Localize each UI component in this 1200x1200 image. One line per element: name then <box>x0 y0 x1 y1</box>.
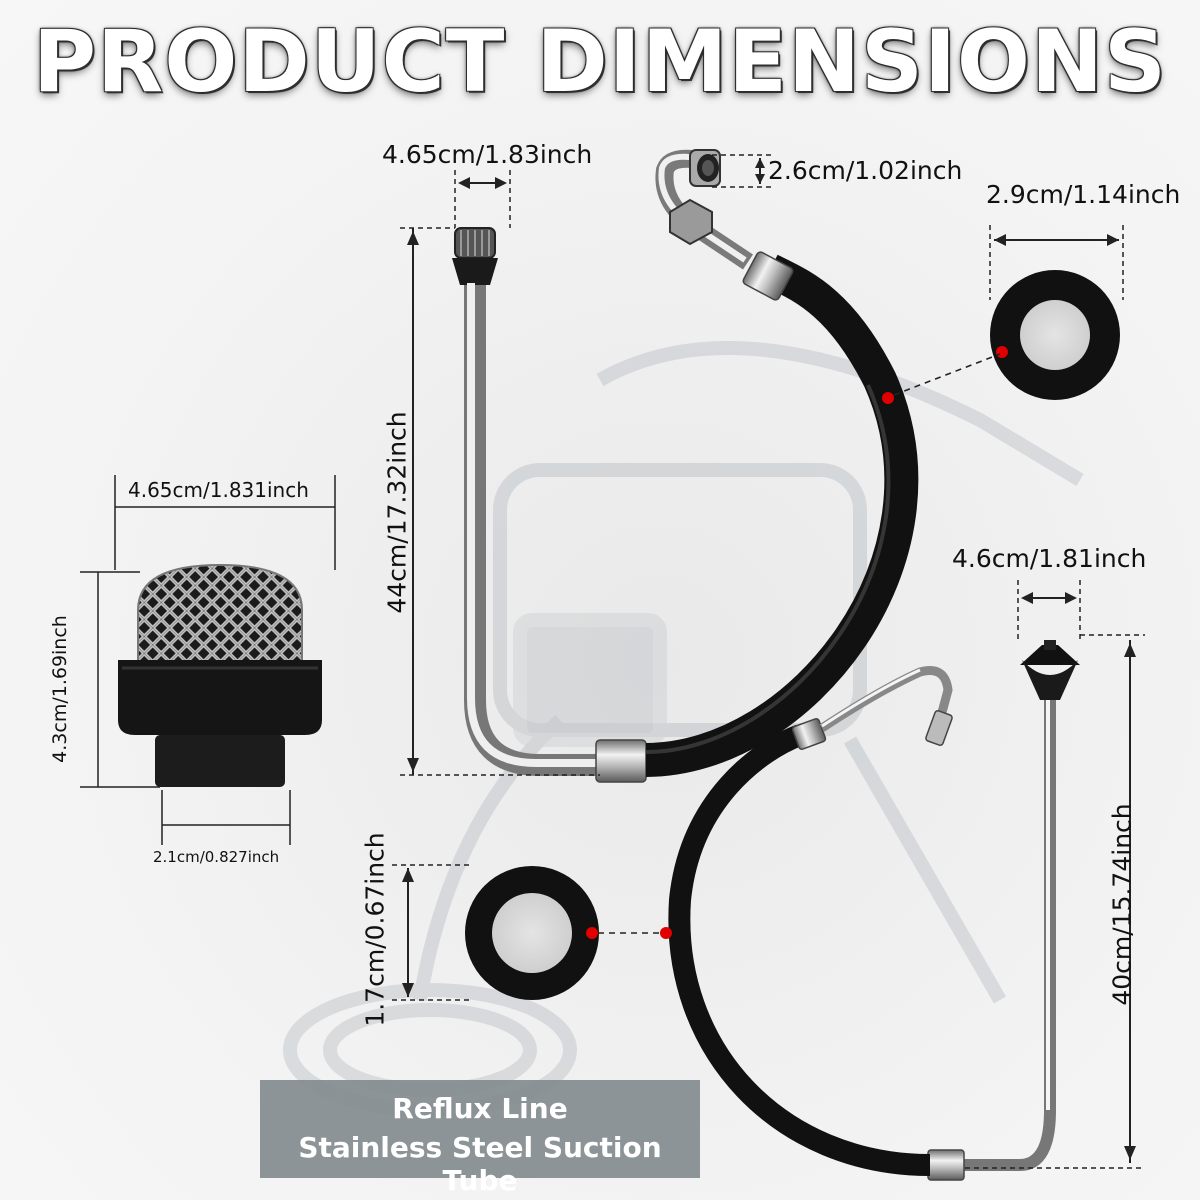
suction-tube <box>452 149 919 783</box>
caption-line-1: Reflux Line <box>392 1092 568 1125</box>
dimension-arrows <box>402 158 1136 1160</box>
reflux-top-width-label: 4.6cm/1.81inch <box>952 544 1147 573</box>
product-caption: Reflux Line Stainless Steel Suction Tube <box>260 1080 700 1197</box>
elbow-diameter-label: 2.6cm/1.02inch <box>768 156 963 185</box>
filter-height-label: 4.3cm/1.69inch <box>49 615 71 763</box>
hose-section-small-label: 1.7cm/0.67inch <box>360 832 390 1027</box>
hose-cross-section-large <box>893 270 1120 400</box>
hose-cross-section-small <box>465 866 660 1000</box>
tube-top-width-label: 4.65cm/1.83inch <box>382 140 593 169</box>
tube-length-label: 44cm/17.32inch <box>382 411 412 614</box>
reflux-line <box>660 640 1080 1181</box>
page-title: PRODUCT DIMENSIONS <box>33 12 1167 112</box>
caption-line-2: Stainless Steel Suction Tube <box>298 1131 662 1197</box>
inlet-filter <box>118 563 322 787</box>
filter-base-label: 2.1cm/0.827inch <box>153 848 280 866</box>
filter-width-label: 4.65cm/1.831inch <box>128 478 309 502</box>
hose-section-large-label: 2.9cm/1.14inch <box>986 180 1181 209</box>
reflux-length-label: 40cm/15.74inch <box>1107 803 1137 1006</box>
dimension-lines <box>80 154 1145 1169</box>
